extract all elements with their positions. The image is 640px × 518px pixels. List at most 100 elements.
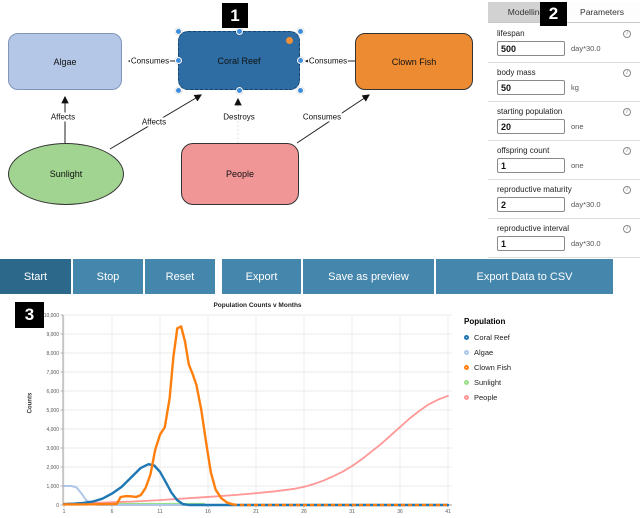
info-icon[interactable] (623, 68, 631, 77)
field-lifespan-unit: day*30.0 (571, 44, 601, 53)
field-starting-population-label: starting population (497, 107, 563, 116)
legend-marker-icon (464, 380, 469, 385)
edge-label-consumes-1: Consumes (129, 56, 171, 66)
info-icon[interactable] (623, 29, 631, 38)
field-reproductive-interval-label: reproductive interval (497, 224, 570, 233)
start-button[interactable]: Start (0, 259, 71, 294)
legend-marker-icon (464, 350, 469, 355)
node-status-dot-icon[interactable] (286, 37, 293, 44)
tab-modelling-label: Modelling (507, 7, 545, 17)
legend-item-algae: Algae (464, 345, 574, 360)
selection-handle-nw[interactable] (174, 27, 182, 35)
y-tick-label: 1,000 (46, 484, 59, 490)
x-tick-label: 6 (111, 509, 114, 515)
info-icon[interactable] (623, 107, 631, 116)
field-reproductive-maturity-label: reproductive maturity (497, 185, 572, 194)
y-tick-label: 6,000 (46, 389, 59, 395)
edge-label-affects-2: Affects (140, 117, 168, 127)
node-coral-reef-label: Coral Reef (217, 55, 261, 66)
node-algae[interactable]: Algae (8, 33, 122, 90)
annotation-badge-2: 2 (540, 2, 567, 26)
field-offspring-count-label: offspring count (497, 146, 550, 155)
info-icon[interactable] (623, 146, 631, 155)
field-lifespan-label: lifespan (497, 29, 525, 38)
y-tick-label: 0 (56, 503, 59, 509)
annotation-badge-1: 1 (222, 3, 248, 28)
legend-label: Algae (474, 348, 494, 357)
y-tick-label: 7,000 (46, 370, 59, 376)
field-body-mass-input[interactable] (497, 80, 565, 95)
legend-label: Sunlight (474, 378, 502, 387)
reset-button[interactable]: Reset (145, 259, 215, 294)
node-coral-reef[interactable]: Coral Reef (178, 31, 300, 90)
selection-handle-e[interactable] (296, 57, 304, 64)
node-sunlight[interactable]: Sunlight (8, 143, 124, 205)
y-tick-label: 4,000 (46, 427, 59, 433)
series-line-people (63, 394, 449, 505)
info-icon[interactable] (623, 185, 631, 194)
export-csv-button[interactable]: Export Data to CSV (436, 259, 613, 294)
edge-label-consumes-2: Consumes (307, 56, 349, 66)
selection-handle-sw[interactable] (174, 86, 182, 94)
tab-parameters[interactable]: Parameters (564, 2, 640, 22)
x-tick-label: 1 (63, 509, 66, 515)
field-body-mass-label: body mass (497, 68, 536, 77)
node-sunlight-label: Sunlight (49, 169, 83, 179)
field-reproductive-maturity-input[interactable] (497, 197, 565, 212)
field-reproductive-interval-input[interactable] (497, 236, 565, 251)
y-tick-label: 2,000 (46, 465, 59, 471)
field-starting-population: starting population one (488, 102, 640, 141)
parameter-fields: lifespan day*30.0 body mass kg starting … (488, 24, 640, 258)
simulation-toolbar: Start Stop Reset Export Save as preview … (0, 259, 613, 294)
legend-marker-icon (464, 395, 469, 400)
x-tick-label: 16 (205, 509, 211, 515)
field-lifespan-input[interactable] (497, 41, 565, 56)
legend-marker-icon (464, 335, 469, 340)
x-tick-label: 26 (301, 509, 307, 515)
legend-item-coral-reef: Coral Reef (464, 330, 574, 345)
edge-label-consumes-3: Consumes (301, 112, 343, 122)
y-tick-label: 10,000 (44, 313, 60, 319)
annotation-badge-3: 3 (15, 302, 44, 328)
field-reproductive-interval-unit: day*30.0 (571, 239, 601, 248)
field-body-mass-unit: kg (571, 83, 579, 92)
legend-item-sunlight: Sunlight (464, 375, 574, 390)
selection-handle-w[interactable] (174, 57, 182, 64)
legend-marker-icon (464, 365, 469, 370)
edge-label-destroys: Destroys (222, 112, 256, 122)
node-clown-fish[interactable]: Clown Fish (355, 33, 473, 90)
y-tick-label: 8,000 (46, 351, 59, 357)
field-offspring-count-input[interactable] (497, 158, 565, 173)
chart-legend: Population Coral Reef Algae Clown Fish S… (464, 317, 574, 405)
node-people-label: People (225, 169, 255, 179)
y-tick-label: 9,000 (46, 332, 59, 338)
node-clown-fish-label: Clown Fish (391, 56, 437, 67)
legend-label: Coral Reef (474, 333, 510, 342)
x-tick-label: 31 (349, 509, 355, 515)
selection-handle-n[interactable] (235, 27, 243, 35)
chart-title: Population Counts v Months (213, 302, 302, 309)
selection-handle-se[interactable] (296, 86, 304, 94)
series-line-clown-fish-dashed (232, 503, 448, 507)
field-offspring-count: offspring count one (488, 141, 640, 180)
legend-item-clown-fish: Clown Fish (464, 360, 574, 375)
export-button[interactable]: Export (222, 259, 301, 294)
field-starting-population-input[interactable] (497, 119, 565, 134)
edge-label-affects-1: Affects (49, 112, 77, 122)
y-tick-label: 5,000 (46, 408, 59, 414)
legend-label: People (474, 393, 498, 402)
field-reproductive-maturity-unit: day*30.0 (571, 200, 601, 209)
field-starting-population-unit: one (571, 122, 584, 131)
info-icon[interactable] (623, 224, 631, 233)
save-as-preview-button[interactable]: Save as preview (303, 259, 434, 294)
selection-handle-ne[interactable] (296, 27, 304, 35)
y-tick-label: 3,000 (46, 446, 59, 452)
series-line-coral-reef (62, 462, 450, 507)
tab-parameters-label: Parameters (580, 7, 624, 17)
stop-button[interactable]: Stop (73, 259, 143, 294)
diagram-canvas[interactable]: Algae Coral Reef Clown Fish Sunlight Peo… (0, 0, 488, 252)
x-tick-label: 41 (445, 509, 451, 515)
node-people[interactable]: People (181, 143, 299, 205)
selection-handle-s[interactable] (235, 86, 243, 94)
